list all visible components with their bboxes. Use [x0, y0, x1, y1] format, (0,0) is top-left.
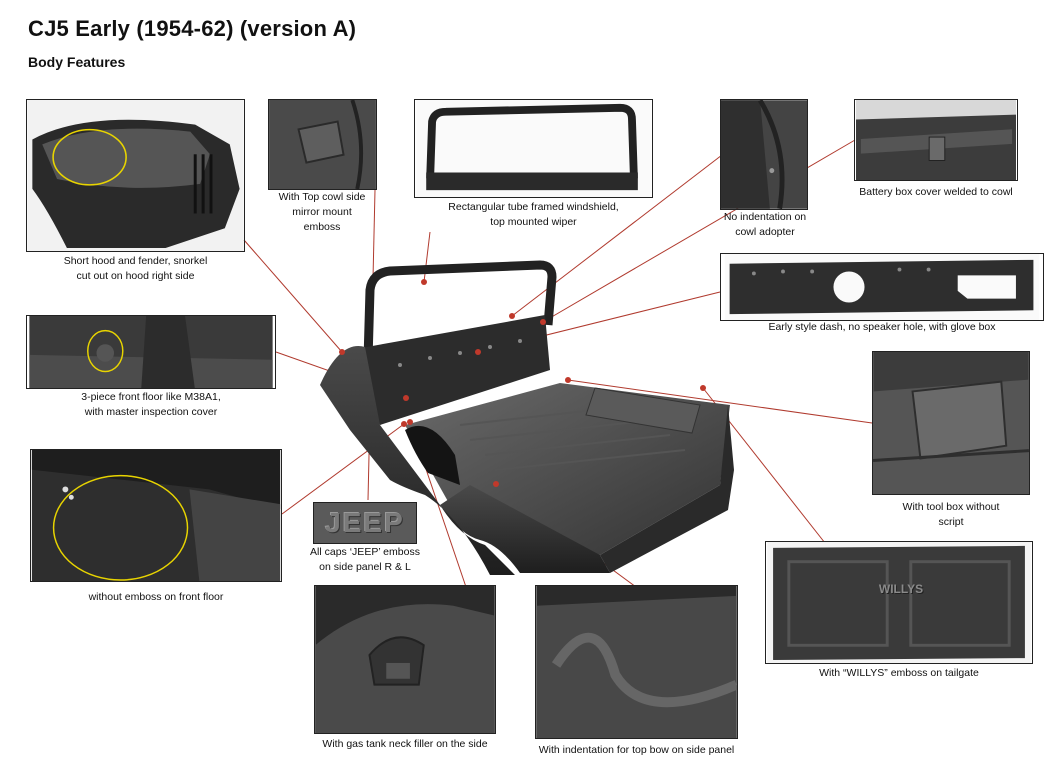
front-floor-photo: [26, 315, 276, 389]
willys-emboss-badge: WILLYS: [878, 582, 924, 596]
windshield-photo: [414, 99, 653, 198]
tool-box-photo: [872, 351, 1030, 495]
jeep-emboss-badge: JEEP: [325, 507, 405, 538]
battery-box-photo: [854, 99, 1018, 181]
jeep-body-image: [310, 255, 740, 585]
tailgate-photo: WILLYS: [765, 541, 1033, 664]
page-title: CJ5 Early (1954-62) (version A): [28, 16, 357, 41]
top-bow-caption: With indentation for top bow on side pan…: [538, 744, 735, 756]
tailgate-caption: With “WILLYS” emboss on tailgate: [819, 667, 979, 679]
jeep-emboss-photo: JEEP: [313, 502, 417, 544]
page-subtitle: Body Features: [28, 54, 126, 70]
dash-photo: [720, 253, 1044, 321]
cowl-adopter-photo: [720, 99, 808, 210]
gas-tank-caption: With gas tank neck filler on the side: [322, 738, 488, 750]
floor-emboss-caption: without emboss on front floor: [88, 591, 224, 603]
battery-box-caption: Battery box cover welded to cowl: [859, 186, 1013, 198]
cowl-mirror-photo: [268, 99, 377, 190]
dash-caption: Early style dash, no speaker hole, with …: [768, 321, 996, 333]
windshield-caption: Rectangular tube framed windshield,top m…: [448, 201, 619, 228]
gas-tank-photo: [314, 585, 496, 734]
hood-photo: [26, 99, 245, 252]
top-bow-photo: [535, 585, 738, 739]
jeep-body-graphic: [320, 260, 734, 575]
front-floor-caption: 3-piece front floor like M38A1,with mast…: [81, 391, 221, 418]
floor-emboss-photo: [30, 449, 282, 582]
